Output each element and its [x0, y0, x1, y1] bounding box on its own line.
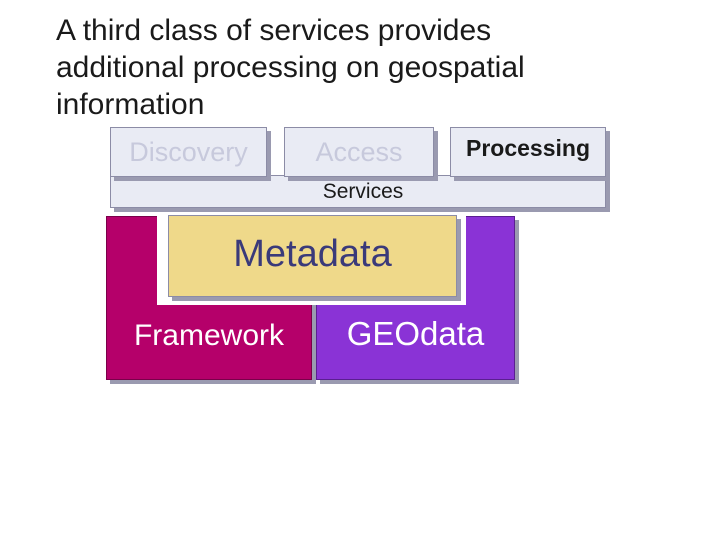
geodata-label: GEOdata — [346, 315, 485, 352]
title-line-2: additional processing on geospatial — [56, 51, 525, 84]
services-label: Services — [322, 179, 404, 203]
slide-title: A third class of services provides addit… — [56, 12, 656, 123]
framework-label: Framework — [133, 319, 284, 352]
access-tab: Access — [284, 127, 434, 177]
processing-tab: Processing — [450, 127, 606, 177]
metadata-layer: Metadata — [168, 215, 457, 297]
metadata-label: Metadata — [233, 232, 392, 275]
discovery-tab: Discovery — [110, 127, 267, 177]
title-line-1: A third class of services provides — [56, 14, 492, 47]
services-bar: Services — [110, 175, 606, 208]
title-line-3: information — [56, 88, 205, 121]
